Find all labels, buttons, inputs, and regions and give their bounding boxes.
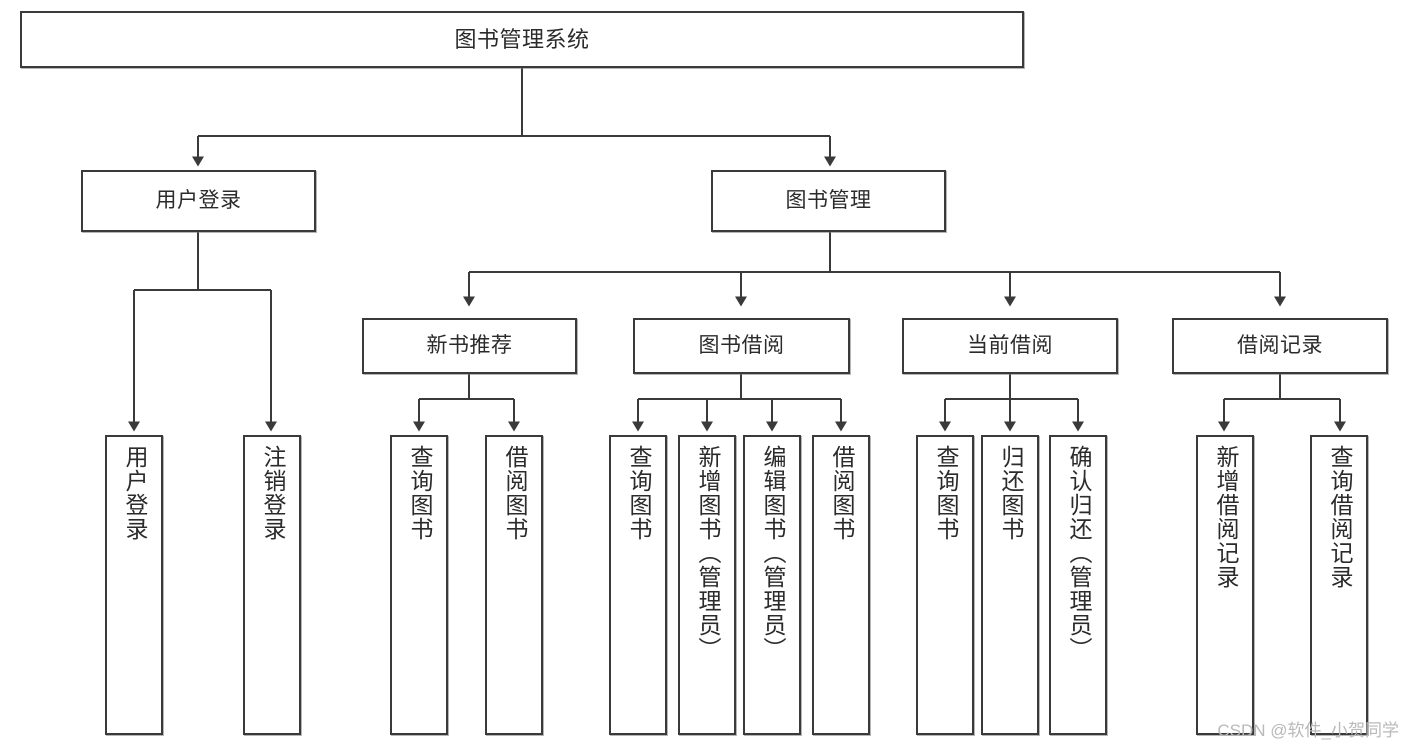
node-book-borrow[interactable]: 图书借阅 (633, 318, 850, 374)
node-label: 新增图书（管理员） (694, 445, 721, 661)
node-borrow-record[interactable]: 借阅记录 (1172, 318, 1388, 374)
leaf-query-book-current[interactable]: 查询图书 (916, 435, 974, 735)
leaf-borrow-book[interactable]: 借阅图书 (812, 435, 870, 735)
node-label: 当前借阅 (967, 333, 1053, 357)
node-label: 查询图书 (625, 445, 652, 541)
leaf-add-borrow-record[interactable]: 新增借阅记录 (1196, 435, 1254, 735)
leaf-borrow-book-recommend[interactable]: 借阅图书 (485, 435, 543, 735)
node-new-book-recommend[interactable]: 新书推荐 (362, 318, 577, 374)
node-label: 查询图书 (932, 445, 959, 541)
node-current-borrow[interactable]: 当前借阅 (902, 318, 1118, 374)
leaf-logout[interactable]: 注销登录 (243, 435, 301, 735)
leaf-query-borrow-record[interactable]: 查询借阅记录 (1310, 435, 1368, 735)
node-label: 新书推荐 (426, 333, 513, 357)
leaf-confirm-return-admin[interactable]: 确认归还（管理员） (1049, 435, 1107, 735)
node-book-management[interactable]: 图书管理 (711, 170, 946, 232)
leaf-query-book-recommend[interactable]: 查询图书 (390, 435, 448, 735)
node-label: 确认归还（管理员） (1065, 445, 1092, 661)
node-label: 借阅图书 (501, 445, 528, 541)
node-label: 归还图书 (997, 445, 1024, 541)
leaf-return-book[interactable]: 归还图书 (981, 435, 1039, 735)
node-label: 查询图书 (406, 445, 433, 541)
node-user-login[interactable]: 用户登录 (81, 170, 316, 232)
node-label: 编辑图书（管理员） (759, 445, 786, 661)
leaf-user-login[interactable]: 用户登录 (105, 435, 163, 735)
leaf-add-book-admin[interactable]: 新增图书（管理员） (678, 435, 736, 735)
node-label: 注销登录 (259, 445, 286, 541)
node-label: 新增借阅记录 (1212, 445, 1239, 589)
leaf-query-book-borrow[interactable]: 查询图书 (609, 435, 667, 735)
node-label: 图书管理系统 (454, 26, 590, 52)
node-label: 借阅图书 (828, 445, 855, 541)
node-label: 查询借阅记录 (1326, 445, 1353, 589)
node-label: 借阅记录 (1237, 333, 1323, 357)
node-label: 用户登录 (155, 188, 242, 212)
node-root-book-management-system[interactable]: 图书管理系统 (20, 11, 1024, 68)
watermark: CSDN @软件_小贺同学 (1217, 721, 1399, 740)
node-label: 用户登录 (121, 445, 148, 541)
node-label: 图书借阅 (698, 333, 785, 357)
leaf-edit-book-admin[interactable]: 编辑图书（管理员） (743, 435, 801, 735)
node-label: 图书管理 (785, 188, 872, 212)
